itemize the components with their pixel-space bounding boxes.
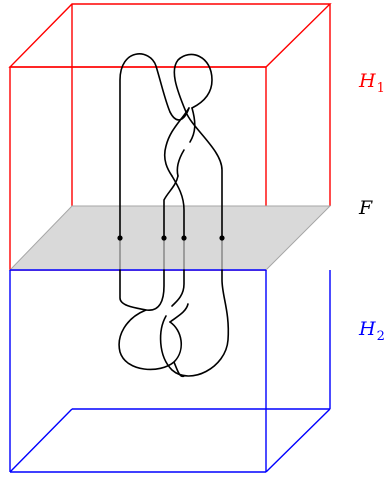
h1-top-face xyxy=(8,3,332,68)
knot-surface-punctures xyxy=(117,235,225,241)
knot-lower-tail xyxy=(173,361,185,378)
label-f-letter: F xyxy=(359,197,373,219)
puncture-point-2 xyxy=(161,235,167,241)
puncture-point-1 xyxy=(117,235,123,241)
label-h2-subscript: 2 xyxy=(376,329,385,344)
knot-lower-inner-strand xyxy=(171,269,185,307)
knot-twist-c xyxy=(176,149,185,177)
puncture-point-3 xyxy=(181,235,187,241)
knot-arc-left-loop xyxy=(119,53,171,239)
knot-twist-b xyxy=(189,107,196,143)
knot-strands-upper xyxy=(119,53,223,239)
splitting-surface-plane xyxy=(8,205,332,271)
label-h1-letter: H xyxy=(359,70,376,92)
knot-strand-to-plane-2 xyxy=(163,175,179,239)
label-h1-subscript: 1 xyxy=(376,81,385,96)
knot-lower-left-lobe xyxy=(118,309,182,371)
label-h2: H2 xyxy=(359,318,385,344)
puncture-point-4 xyxy=(219,235,225,241)
knot-lower-left-cap xyxy=(119,269,165,311)
knot-strands-lower xyxy=(118,237,230,378)
label-f: F xyxy=(359,199,372,218)
h2-bottom-left-depth-edge xyxy=(9,408,73,473)
knot-arc-right-loop xyxy=(173,53,223,239)
knot-twist-a xyxy=(163,107,190,177)
knot-lower-crossing-arc xyxy=(169,303,189,323)
knot-strand-to-plane-3 xyxy=(171,175,185,239)
h2-bottom-right-depth-edge xyxy=(265,408,331,473)
label-h2-letter: H xyxy=(359,318,376,340)
label-h1: H1 xyxy=(359,70,385,96)
knot-lower-right-lobe xyxy=(159,269,230,377)
lower-handlebody-box xyxy=(9,269,331,473)
